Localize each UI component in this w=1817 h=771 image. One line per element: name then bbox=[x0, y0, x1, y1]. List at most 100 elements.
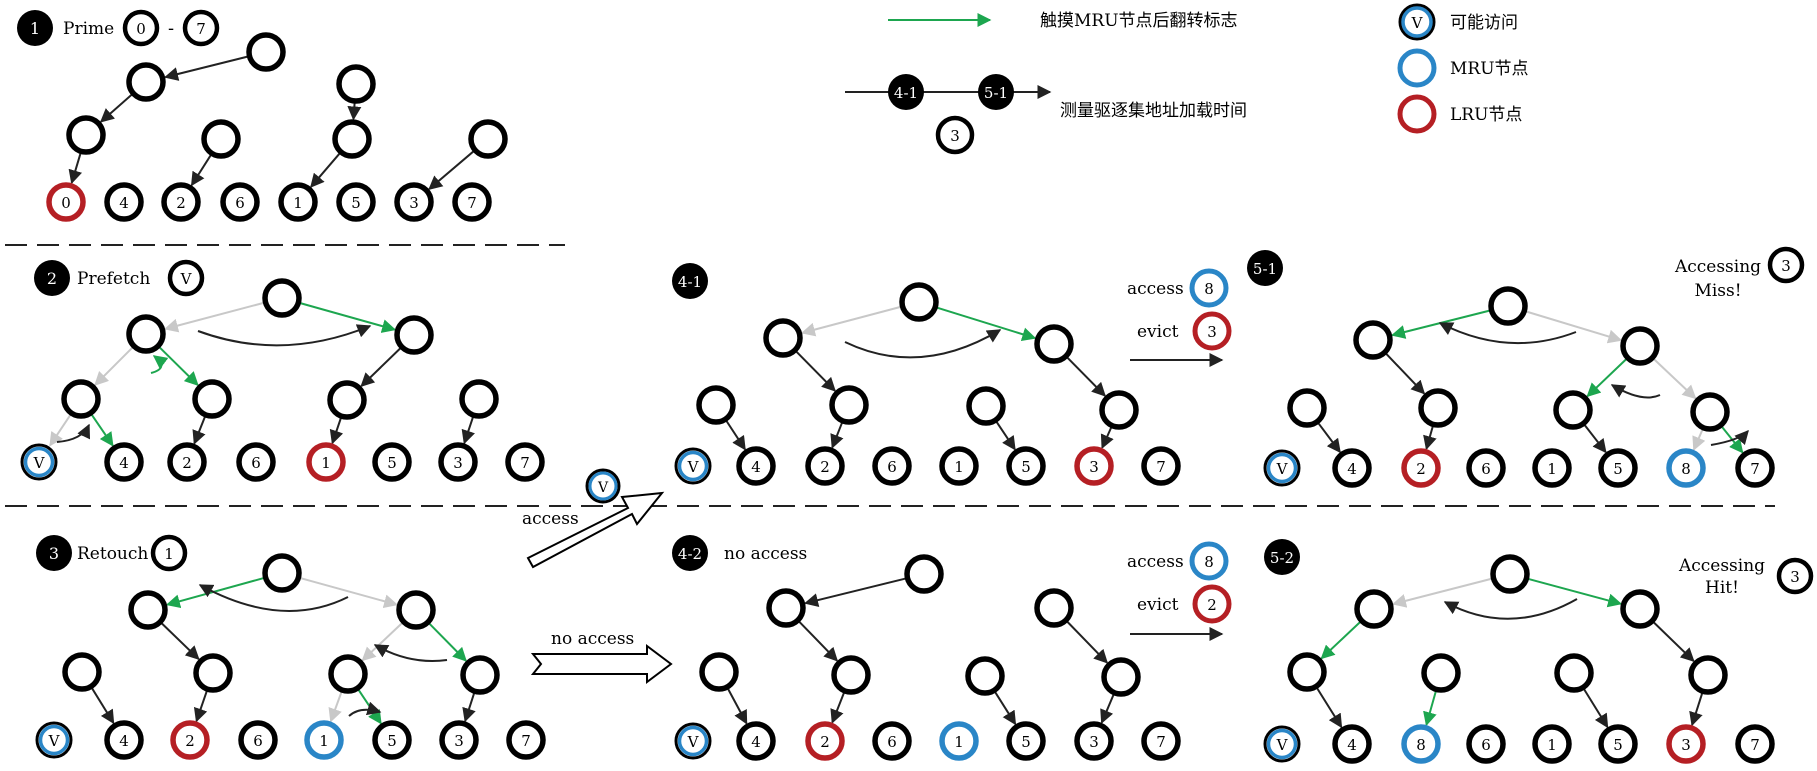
p42-tree-node-5 bbox=[965, 656, 1005, 696]
p3-edge-7 bbox=[328, 691, 343, 723]
p1-leaf-3 bbox=[220, 182, 260, 222]
p3-edge-3 bbox=[91, 687, 115, 725]
p3-leaf-6 bbox=[439, 720, 479, 760]
p3-leaf-5-label: 5 bbox=[387, 732, 397, 750]
p52-tree-node-4 bbox=[1421, 653, 1461, 693]
p51-leaf-5-label: 5 bbox=[1613, 460, 1623, 478]
p42-edge-3 bbox=[727, 688, 748, 725]
p1-leaf-4-label: 1 bbox=[293, 194, 303, 212]
p3-tree-node-1 bbox=[128, 590, 168, 630]
p1-edge-5 bbox=[310, 152, 341, 188]
p3-edge-8 bbox=[357, 689, 382, 725]
p3-leaf-2-label: 2 bbox=[185, 732, 195, 750]
p52-tree-node-3 bbox=[1287, 652, 1327, 692]
panel-prefetch-title: Prefetch bbox=[77, 269, 150, 289]
p51-tree-node-4 bbox=[1418, 388, 1458, 428]
p52-leaf-2-label: 8 bbox=[1416, 736, 1426, 754]
p2-tree-node-2 bbox=[394, 315, 434, 355]
p51-leaf-0-ring bbox=[1266, 452, 1298, 484]
prefetch-title-node-label: V bbox=[180, 270, 193, 288]
p3-leaf-7-label: 7 bbox=[521, 732, 531, 750]
p2-tree-node-5 bbox=[327, 380, 367, 420]
p41-leaf-4 bbox=[939, 446, 979, 486]
p1-leaf-5 bbox=[336, 182, 376, 222]
p1-leaf-1-label: 4 bbox=[119, 194, 129, 212]
prime-range-dash: - bbox=[168, 18, 174, 39]
p3-edge-9 bbox=[462, 692, 476, 723]
p52-tree-node-1 bbox=[1354, 589, 1394, 629]
p52-leaf-3-label: 6 bbox=[1481, 736, 1491, 754]
badge-4-2-label: 4-2 bbox=[678, 545, 702, 563]
p41-tree-node-0 bbox=[899, 282, 939, 322]
p1-leaf-2-label: 2 bbox=[176, 194, 186, 212]
p52-status-line2: Hit! bbox=[1705, 578, 1739, 598]
p52-edge-3 bbox=[1423, 691, 1437, 727]
p51-leaf-7-label: 7 bbox=[1750, 460, 1760, 478]
legend-node-3 bbox=[935, 115, 975, 155]
p52-edge-4 bbox=[1652, 621, 1695, 663]
p52-leaf-0-ring bbox=[1266, 728, 1298, 760]
p3-leaf-3 bbox=[238, 720, 278, 760]
p42-leaf-6-label: 3 bbox=[1089, 733, 1099, 751]
p51-edge-2 bbox=[1385, 353, 1426, 395]
p2-leaf-5 bbox=[372, 442, 412, 482]
p1-edge-1 bbox=[99, 93, 133, 123]
p51-edge-8 bbox=[1692, 429, 1706, 451]
legend-mru-text: MRU节点 bbox=[1450, 59, 1529, 79]
p52-evict-label: evict bbox=[1137, 595, 1179, 615]
p52-leaf-5-label: 5 bbox=[1613, 736, 1623, 754]
p1-tree-node-0 bbox=[246, 32, 286, 72]
p52-leaf-3 bbox=[1466, 724, 1506, 764]
p3-edge-5 bbox=[428, 622, 467, 662]
badge-5-2 bbox=[1264, 539, 1300, 575]
p52-leaf-0-label: V bbox=[1276, 736, 1289, 754]
legend-black-arrow-text: 测量驱逐集地址加载时间 bbox=[1060, 101, 1247, 121]
p52-status-line1: Accessing bbox=[1678, 556, 1765, 576]
p42-tree-node-0 bbox=[904, 554, 944, 594]
p2-tree-node-1 bbox=[126, 314, 166, 354]
p1-tree-node-2 bbox=[336, 64, 376, 104]
p3-edge-2 bbox=[160, 622, 200, 661]
p2-leaf-0-ring bbox=[23, 446, 55, 478]
legend-v-node bbox=[1398, 3, 1436, 41]
p2-edge-0 bbox=[163, 301, 264, 333]
p3-tree-node-0 bbox=[262, 553, 302, 593]
p42-leaf-4-label: 1 bbox=[954, 733, 964, 751]
p42-leaf-5 bbox=[1006, 721, 1046, 761]
p3-edge-4 bbox=[193, 690, 208, 723]
p51-status-line2: Miss! bbox=[1694, 281, 1741, 301]
p3-leaf-1 bbox=[104, 720, 144, 760]
p2-edge-1 bbox=[300, 302, 397, 333]
transition-access-arrow bbox=[526, 491, 665, 569]
p42-tree-node-6 bbox=[1101, 657, 1141, 697]
legend-lru-node bbox=[1397, 94, 1437, 134]
p42-leaf-4 bbox=[939, 721, 979, 761]
p42-leaf-5-label: 5 bbox=[1021, 733, 1031, 751]
panel-4-2-title: no access bbox=[724, 544, 807, 564]
prime-range-to-node bbox=[182, 9, 220, 47]
p3-tree-node-2 bbox=[396, 590, 436, 630]
p42-edge-4 bbox=[830, 692, 845, 724]
p41-leaf-3-label: 6 bbox=[887, 458, 897, 476]
p2-tree-node-0 bbox=[262, 278, 302, 318]
badge-3-label: 3 bbox=[49, 544, 59, 563]
p1-edge-0 bbox=[164, 55, 248, 81]
p52-access-node bbox=[1189, 541, 1229, 581]
p51-tree-node-1 bbox=[1353, 320, 1393, 360]
p2-leaf-7-label: 7 bbox=[520, 454, 530, 472]
p3-leaf-3-label: 6 bbox=[253, 732, 263, 750]
badge-2-label: 2 bbox=[47, 269, 57, 288]
p2-leaf-4-label: 1 bbox=[321, 454, 331, 472]
badge-4-2 bbox=[672, 535, 708, 571]
p42-leaf-0-label: V bbox=[687, 733, 700, 751]
p42-edge-0 bbox=[804, 577, 906, 607]
p42-leaf-6 bbox=[1074, 721, 1114, 761]
p3-tree-node-6 bbox=[460, 655, 500, 695]
legend-v-symbol: V bbox=[1411, 14, 1424, 32]
p3-swap-arrow-2 bbox=[348, 701, 382, 717]
p51-swap-arrow-2 bbox=[1710, 429, 1749, 446]
p3-edge-6 bbox=[361, 622, 403, 662]
p51-tree-node-5 bbox=[1553, 390, 1593, 430]
